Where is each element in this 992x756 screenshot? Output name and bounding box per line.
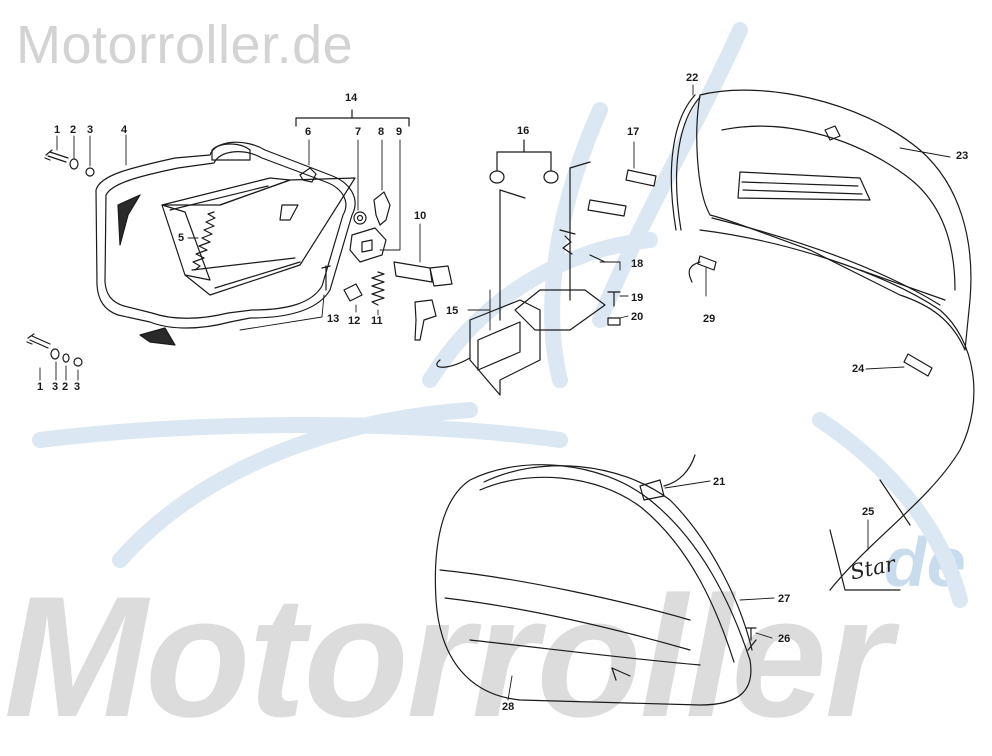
bracket-part-15: [436, 189, 541, 396]
plate-part-8: [373, 191, 391, 226]
base-plate: [514, 289, 606, 331]
part-label-15: 15: [446, 305, 459, 317]
part-label-3-lower-right: 3: [74, 381, 81, 393]
part-label-28: 28: [502, 701, 515, 713]
part-label-16: 16: [517, 125, 530, 137]
part-label-18: 18: [631, 258, 644, 270]
plug-part-21: [639, 454, 696, 501]
part-label-6: 6: [305, 126, 312, 138]
part-label-5: 5: [178, 232, 185, 244]
nut-part-7: [353, 211, 367, 225]
group-bracket-14: [295, 109, 410, 127]
seal-strip-part-22: [670, 94, 701, 231]
parts-diagram: Motorroller.de Motorroller de: [4, 15, 975, 753]
spring-part-5: [192, 211, 216, 271]
bolt-part-19: [607, 291, 621, 307]
rod: [569, 161, 591, 301]
part-label-12: 12: [348, 315, 361, 327]
leader-lines: [39, 84, 951, 701]
part-label-13: 13: [327, 313, 340, 325]
watermark-top: Motorroller.de: [16, 15, 354, 75]
rear-body-panel: [829, 479, 911, 591]
nut-part-20: [607, 317, 621, 326]
bolt-washer-nut-bottom: [26, 333, 83, 367]
bolt-washer-nut-top: [44, 149, 95, 177]
part-label-20: 20: [631, 311, 644, 323]
key: [414, 299, 437, 341]
clip-part-6: [299, 167, 317, 183]
part-label-1-lower: 1: [37, 381, 44, 393]
pin-part-13: [321, 265, 331, 291]
part-label-27: 27: [778, 593, 791, 605]
side-cover-left: [95, 141, 356, 346]
part-label-23: 23: [956, 150, 969, 162]
part-label-25: 25: [862, 506, 875, 518]
part-label-10: 10: [414, 210, 427, 222]
clip-part-12: [343, 283, 363, 302]
lock-cylinder-part-10: [393, 261, 453, 287]
screw-part-26: [745, 627, 757, 641]
part-label-26: 26: [778, 633, 791, 645]
lock-part-9: [349, 227, 387, 263]
rear-body-lower: [699, 229, 975, 591]
part-label-9: 9: [396, 126, 403, 138]
watermark-swirl: [32, 22, 968, 608]
part-label-17: 17: [627, 126, 640, 138]
tube-part-24: [903, 353, 933, 377]
diagram-drawing: [26, 22, 975, 706]
seal-part-27: [483, 465, 757, 651]
part-label-4: 4: [121, 124, 128, 136]
connector-part-29: [688, 255, 717, 283]
part-label-11: 11: [371, 315, 383, 327]
part-label-14: 14: [345, 92, 358, 104]
part-label-8: 8: [378, 126, 385, 138]
springs-part-18: [559, 229, 606, 263]
part-label-7: 7: [355, 126, 362, 138]
part-label-21: 21: [713, 476, 726, 488]
part-label-3: 3: [87, 124, 94, 136]
part-label-19: 19: [631, 292, 644, 304]
part-label-1: 1: [54, 124, 61, 136]
part-label-3-lower: 3: [52, 381, 59, 393]
tubes-part-17: [587, 169, 657, 217]
part-label-29: 29: [703, 313, 716, 325]
part-label-2: 2: [70, 124, 77, 136]
rear-cover-part-23: [696, 89, 972, 351]
side-panel-part-28: [434, 464, 752, 706]
washers-part-16: [489, 139, 559, 184]
part-label-2-lower: 2: [62, 381, 69, 393]
part-label-22: 22: [686, 72, 699, 84]
spring-part-11: [371, 271, 385, 306]
part-label-24: 24: [852, 363, 865, 375]
